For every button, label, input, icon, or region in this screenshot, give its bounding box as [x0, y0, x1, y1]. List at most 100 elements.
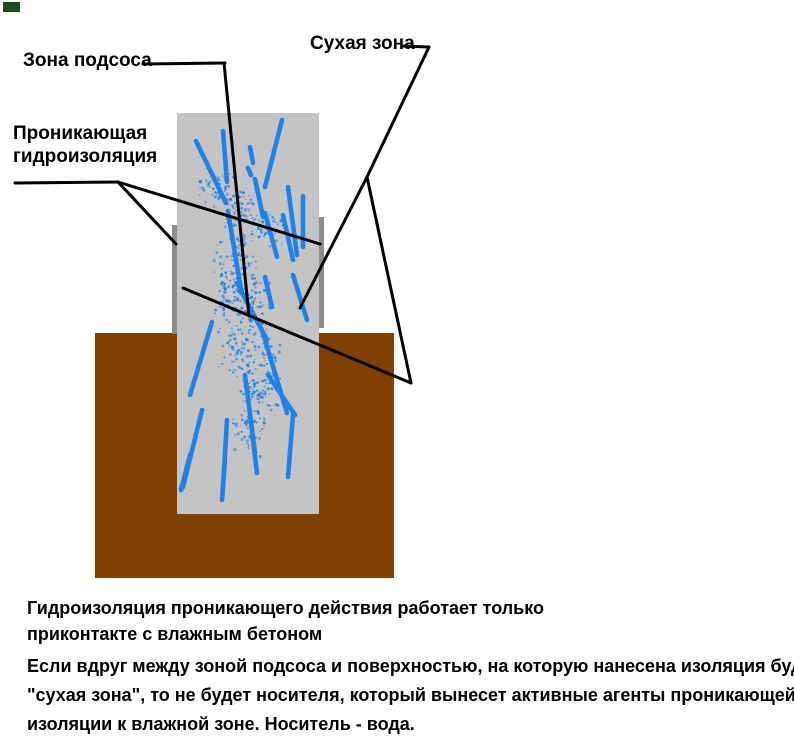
- moisture-spray-dot: [257, 410, 260, 413]
- moisture-spray-dot: [245, 354, 249, 358]
- moisture-spray-dot: [264, 353, 267, 357]
- moisture-spray-dot: [232, 272, 235, 275]
- moisture-spray-dot: [274, 232, 277, 235]
- moisture-spray-dot: [239, 424, 242, 427]
- moisture-spray-dot: [266, 387, 270, 391]
- moisture-spray-dot: [244, 241, 247, 245]
- water-streak: [280, 212, 296, 263]
- moisture-spray-dot: [234, 209, 237, 212]
- moisture-spray-dot: [263, 385, 266, 388]
- moisture-spray-dot: [271, 220, 274, 223]
- moisture-spray-dot: [228, 369, 231, 372]
- moisture-spray-dot: [235, 325, 238, 327]
- label-penetrating-line2: гидроизоляция: [13, 146, 158, 167]
- moisture-spray-dot: [259, 430, 262, 433]
- moisture-spray-dot: [235, 425, 238, 428]
- moisture-spray-dot: [242, 234, 246, 237]
- moisture-spray-dot: [264, 390, 267, 393]
- moisture-spray-dot: [221, 287, 224, 290]
- moisture-spray-dot: [205, 181, 208, 183]
- leader-line: [13, 180, 120, 185]
- moisture-spray-dot: [248, 329, 251, 331]
- moisture-spray-dot: [235, 422, 239, 426]
- moisture-spray-dot: [257, 412, 260, 415]
- moisture-spray-dot: [231, 285, 234, 289]
- moisture-spray-dot: [224, 188, 227, 191]
- moisture-spray-dot: [213, 271, 216, 273]
- moisture-spray-dot: [230, 345, 235, 349]
- moisture-spray-dot: [276, 403, 278, 406]
- leader-line: [365, 175, 413, 385]
- moisture-spray-dot: [222, 307, 226, 311]
- moisture-spray-dot: [216, 176, 219, 179]
- moisture-spray-dot: [263, 416, 265, 419]
- moisture-spray-dot: [275, 239, 279, 243]
- moisture-spray-dot: [230, 270, 233, 273]
- moisture-spray-dot: [243, 435, 246, 439]
- moisture-spray-dot: [222, 284, 226, 288]
- moisture-spray-dot: [263, 418, 266, 421]
- moisture-spray-dot: [260, 231, 263, 234]
- moisture-spray-dot: [231, 331, 234, 334]
- moisture-spray-dot: [253, 344, 257, 348]
- moisture-spray-dot: [242, 317, 245, 320]
- moisture-spray-dot: [228, 334, 231, 338]
- moisture-spray-dot: [250, 395, 254, 399]
- moisture-spray-dot: [240, 207, 243, 210]
- moisture-spray-dot: [220, 274, 224, 277]
- moisture-spray-dot: [276, 223, 279, 226]
- moisture-spray-dot: [230, 327, 233, 330]
- moisture-spray-dot: [259, 363, 263, 367]
- moisture-spray-dot: [261, 401, 264, 404]
- moisture-spray-dot: [250, 276, 254, 280]
- moisture-spray-dot: [241, 358, 244, 361]
- moisture-spray-dot: [240, 210, 243, 213]
- moisture-spray-dot: [247, 194, 250, 197]
- moisture-spray-dot: [237, 312, 241, 316]
- moisture-spray-dot: [258, 291, 261, 294]
- moisture-spray-dot: [269, 345, 271, 348]
- moisture-spray-dot: [246, 426, 250, 429]
- water-streak: [219, 457, 228, 503]
- moisture-spray-dot: [215, 207, 218, 209]
- water-streak: [285, 184, 300, 258]
- moisture-spray-dot: [232, 290, 236, 294]
- moisture-spray-dot: [246, 349, 250, 353]
- moisture-spray-dot: [228, 340, 231, 343]
- water-streak: [285, 412, 296, 480]
- moisture-spray-dot: [258, 378, 260, 380]
- moisture-spray-dot: [229, 279, 232, 282]
- moisture-spray-dot: [240, 306, 244, 310]
- moisture-spray-dot: [224, 185, 228, 189]
- moisture-spray-dot: [273, 404, 275, 407]
- moisture-spray-dot: [243, 217, 245, 219]
- moisture-spray-dot: [220, 267, 224, 270]
- moisture-spray-dot: [258, 282, 260, 285]
- moisture-spray-dot: [230, 259, 233, 261]
- leader-line: [181, 286, 413, 385]
- moisture-spray-dot: [212, 205, 216, 208]
- moisture-spray-dot: [252, 360, 256, 364]
- moisture-spray-dot: [241, 418, 244, 422]
- moisture-spray-dot: [248, 435, 251, 438]
- moisture-spray-dot: [216, 243, 218, 246]
- moisture-spray-dot: [207, 181, 211, 185]
- moisture-spray-dot: [222, 313, 226, 317]
- moisture-spray-dot: [249, 318, 253, 321]
- moisture-spray-dot: [278, 377, 282, 380]
- water-streak: [247, 144, 256, 166]
- moisture-spray-dot: [230, 272, 234, 276]
- moisture-spray-dot: [234, 354, 237, 357]
- moisture-spray-dot: [261, 351, 264, 354]
- moisture-spray-dot: [257, 400, 261, 404]
- moisture-spray-dot: [214, 194, 218, 198]
- moisture-spray-dot: [268, 244, 272, 248]
- moisture-spray-dot: [247, 264, 251, 268]
- moisture-spray-dot: [269, 408, 273, 412]
- moisture-spray-dot: [245, 442, 248, 444]
- moisture-spray-dot: [252, 219, 255, 222]
- moisture-spray-dot: [253, 358, 256, 361]
- moisture-spray-dot: [221, 281, 225, 284]
- moisture-spray-dot: [233, 360, 236, 363]
